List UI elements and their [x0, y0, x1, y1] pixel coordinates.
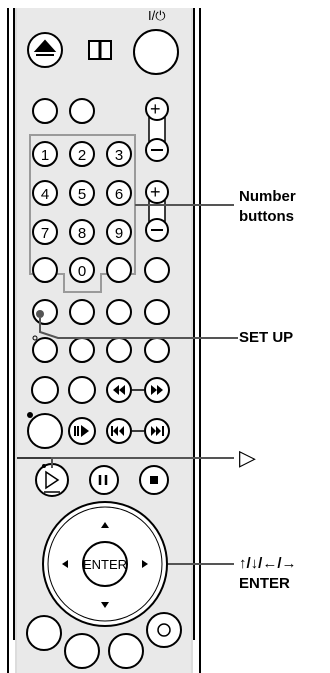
number-key-2[interactable]: 2	[69, 141, 95, 167]
button-row5-a[interactable]	[32, 257, 58, 283]
svg-text:1: 1	[41, 147, 49, 164]
arrow-right-icon[interactable]	[142, 560, 148, 568]
callout-line-setup	[39, 318, 238, 339]
number-key-1[interactable]: 1	[32, 141, 58, 167]
function-button-1[interactable]	[32, 98, 58, 124]
number-key-4[interactable]: 4	[32, 180, 58, 206]
display-button[interactable]	[88, 40, 112, 60]
button-row6-c[interactable]	[106, 299, 132, 325]
button-row6-d[interactable]	[144, 299, 170, 325]
button-row5-c[interactable]	[106, 257, 132, 283]
number-buttons-label-line1: Number	[239, 188, 296, 205]
play-button[interactable]	[35, 463, 69, 497]
arrow-up-icon[interactable]	[101, 522, 109, 528]
remote-body	[7, 8, 201, 673]
button-row7-a[interactable]	[32, 337, 58, 363]
setup-marker	[36, 310, 44, 318]
button-row7-c[interactable]	[106, 337, 132, 363]
number-buttons-label: Number buttons	[239, 187, 296, 227]
navigation-label: ↑/↓/←/→ ENTER	[239, 554, 297, 594]
button-row5-d[interactable]	[144, 257, 170, 283]
play-dot	[42, 464, 46, 468]
svg-text:0: 0	[78, 263, 86, 280]
stop-button[interactable]	[139, 465, 169, 495]
number-buttons-label-line2: buttons	[239, 208, 294, 225]
indicator-dot	[32, 335, 38, 341]
number-key-7[interactable]: 7	[32, 219, 58, 245]
number-key-0[interactable]: 0	[69, 257, 95, 283]
svg-text:3: 3	[115, 147, 123, 164]
large-button[interactable]	[27, 413, 63, 449]
record-dot	[27, 412, 33, 418]
button-row7-d[interactable]	[144, 337, 170, 363]
channel-rocker[interactable]: +	[145, 180, 169, 242]
number-key-8[interactable]: 8	[69, 219, 95, 245]
bottom-button-a[interactable]	[26, 615, 62, 651]
eject-button[interactable]	[27, 32, 63, 68]
rewind-button[interactable]	[106, 377, 132, 403]
button-row8-b[interactable]	[68, 376, 96, 404]
function-button-2[interactable]	[69, 98, 95, 124]
number-key-3[interactable]: 3	[106, 141, 132, 167]
number-key-6[interactable]: 6	[106, 180, 132, 206]
enter-label: ENTER	[239, 575, 290, 592]
number-key-5[interactable]: 5	[69, 180, 95, 206]
enter-button[interactable]: ENTER	[82, 541, 128, 587]
setup-label: SET UP	[239, 329, 294, 346]
button-row8-a[interactable]	[31, 376, 59, 404]
svg-text:8: 8	[78, 225, 86, 242]
button-row6-b[interactable]	[69, 299, 95, 325]
svg-text:+: +	[150, 99, 161, 119]
slow-play-button[interactable]	[68, 417, 96, 445]
button-row7-b[interactable]	[69, 337, 95, 363]
return-button[interactable]	[146, 612, 182, 648]
svg-text:9: 9	[115, 225, 123, 242]
svg-text:2: 2	[78, 147, 86, 164]
power-label: I/⏻	[148, 8, 166, 23]
next-button[interactable]	[144, 418, 170, 444]
previous-button[interactable]	[106, 418, 132, 444]
power-button[interactable]	[133, 29, 179, 75]
svg-text:4: 4	[41, 186, 49, 203]
svg-text:7: 7	[41, 225, 49, 242]
callout-line-play	[51, 457, 234, 468]
svg-text:5: 5	[78, 186, 86, 203]
number-key-9[interactable]: 9	[106, 219, 132, 245]
arrow-down-icon[interactable]	[101, 602, 109, 608]
arrow-left-icon[interactable]	[62, 560, 68, 568]
bottom-button-b[interactable]	[64, 633, 100, 669]
play-label: ▷	[239, 445, 256, 470]
svg-text:+: +	[150, 182, 161, 202]
pause-button[interactable]	[89, 465, 119, 495]
volume-rocker[interactable]: +	[145, 97, 169, 162]
fast-forward-button[interactable]	[144, 377, 170, 403]
svg-text:6: 6	[115, 186, 123, 203]
arrows-label: ↑/↓/←/→	[239, 555, 297, 572]
bottom-button-c[interactable]	[108, 633, 144, 669]
svg-text:ENTER: ENTER	[83, 557, 127, 572]
